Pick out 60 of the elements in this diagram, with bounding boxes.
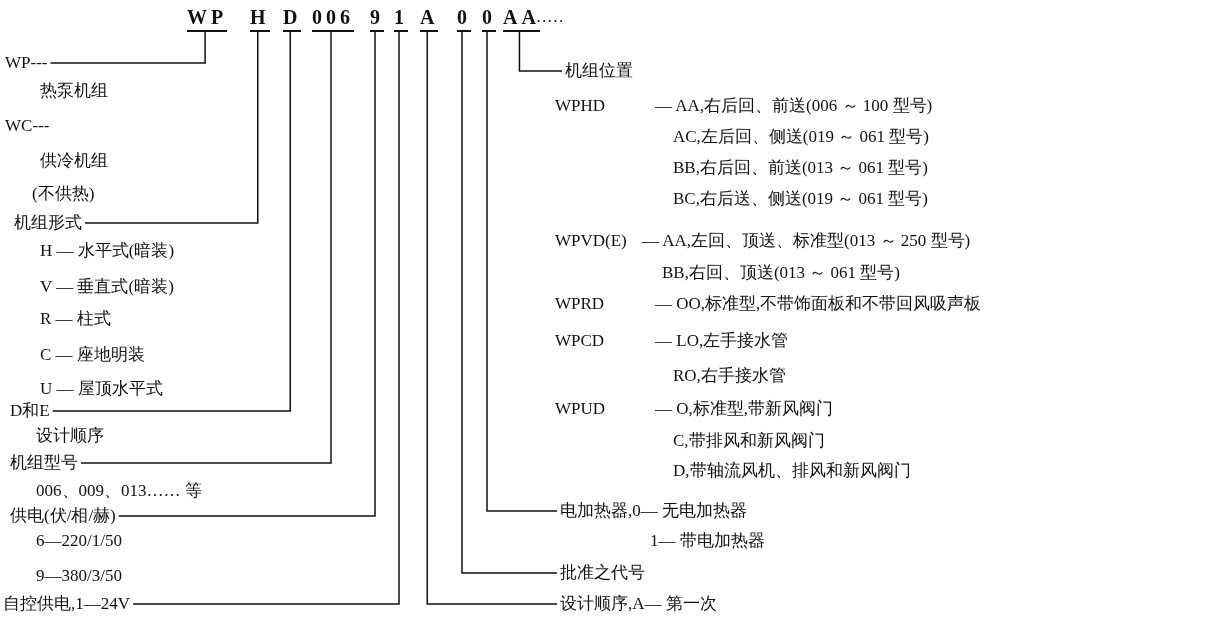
option-text: 006、009、013…… 等 bbox=[36, 480, 202, 502]
code-description: 电加热器,0— 无电加热器 bbox=[560, 500, 747, 522]
code-segment: A bbox=[420, 4, 439, 32]
code-segment: H bbox=[250, 4, 270, 32]
option-text: (不供热) bbox=[32, 183, 95, 205]
option-text: D,带轴流风机、排风和新风阀门 bbox=[673, 460, 911, 482]
code-description: 设计顺序,A— 第一次 bbox=[560, 593, 717, 615]
leader-line bbox=[84, 31, 259, 224]
code-description: 自控供电,1—24V bbox=[3, 593, 131, 615]
option-text: WPHD bbox=[555, 95, 606, 117]
code-segment: D bbox=[283, 4, 302, 32]
option-text: WC--- bbox=[5, 115, 50, 137]
option-text: — AA,左回、顶送、标准型(013 ～ 250 型号) bbox=[642, 230, 971, 252]
option-text: WPRD bbox=[555, 293, 605, 315]
code-description: 机组位置 bbox=[565, 60, 633, 82]
code-description: WP--- bbox=[5, 52, 48, 74]
code-description: 机组形式 bbox=[14, 212, 82, 234]
option-text: 供冷机组 bbox=[40, 150, 108, 172]
code-segment: WP bbox=[187, 4, 228, 32]
option-text: RO,右手接水管 bbox=[673, 365, 786, 387]
option-text: — AA,右后回、前送(006 ～ 100 型号) bbox=[655, 95, 933, 117]
code-description: 批准之代号 bbox=[560, 562, 645, 584]
option-text: 热泵机组 bbox=[40, 80, 108, 102]
option-text: 6—220/1/50 bbox=[36, 530, 122, 552]
code-segment: 0 bbox=[457, 4, 471, 32]
leader-line bbox=[518, 31, 563, 72]
option-text: C,带排风和新风阀门 bbox=[673, 430, 825, 452]
code-description: 供电(伏/相/赫) bbox=[10, 505, 116, 527]
leader-line bbox=[49, 31, 206, 64]
option-text: AC,左后回、侧送(019 ～ 061 型号) bbox=[673, 126, 929, 148]
option-text: R — 柱式 bbox=[40, 308, 111, 330]
option-text: BB,右回、顶送(013 ～ 061 型号) bbox=[662, 262, 900, 284]
code-description: D和E bbox=[10, 400, 50, 422]
option-text: H — 水平式(暗装) bbox=[40, 240, 175, 262]
option-text: 设计顺序 bbox=[36, 425, 104, 447]
code-description: 机组型号 bbox=[10, 452, 78, 474]
leader-line bbox=[132, 31, 400, 605]
code-segment: 1 bbox=[394, 4, 408, 32]
leader-line bbox=[426, 31, 558, 605]
leader-line bbox=[486, 31, 558, 512]
option-text: WPCD bbox=[555, 330, 605, 352]
code-segment: 9 bbox=[370, 4, 384, 32]
leader-line bbox=[51, 31, 291, 412]
leader-line bbox=[461, 31, 558, 574]
leader-line bbox=[118, 31, 376, 517]
option-text: — O,标准型,带新风阀门 bbox=[655, 398, 834, 420]
option-text: BB,右后回、前送(013 ～ 061 型号) bbox=[673, 157, 928, 179]
option-text: BC,右后送、侧送(019 ～ 061 型号) bbox=[673, 188, 928, 210]
option-text: 9—380/3/50 bbox=[36, 565, 122, 587]
option-text: 1— 带电加热器 bbox=[650, 530, 765, 552]
option-text: WPUD bbox=[555, 398, 606, 420]
option-text: C — 座地明装 bbox=[40, 344, 145, 366]
option-text: U — 屋顶水平式 bbox=[40, 378, 163, 400]
option-text: WPVD(E) bbox=[555, 230, 627, 252]
code-segment: 0 bbox=[482, 4, 496, 32]
option-text: V — 垂直式(暗装) bbox=[40, 276, 174, 298]
option-text: — OO,标准型,不带饰面板和不带回风吸声板 bbox=[655, 293, 982, 315]
option-text: — LO,左手接水管 bbox=[655, 330, 789, 352]
code-segment: 006 bbox=[312, 4, 354, 32]
leader-line bbox=[80, 31, 332, 464]
